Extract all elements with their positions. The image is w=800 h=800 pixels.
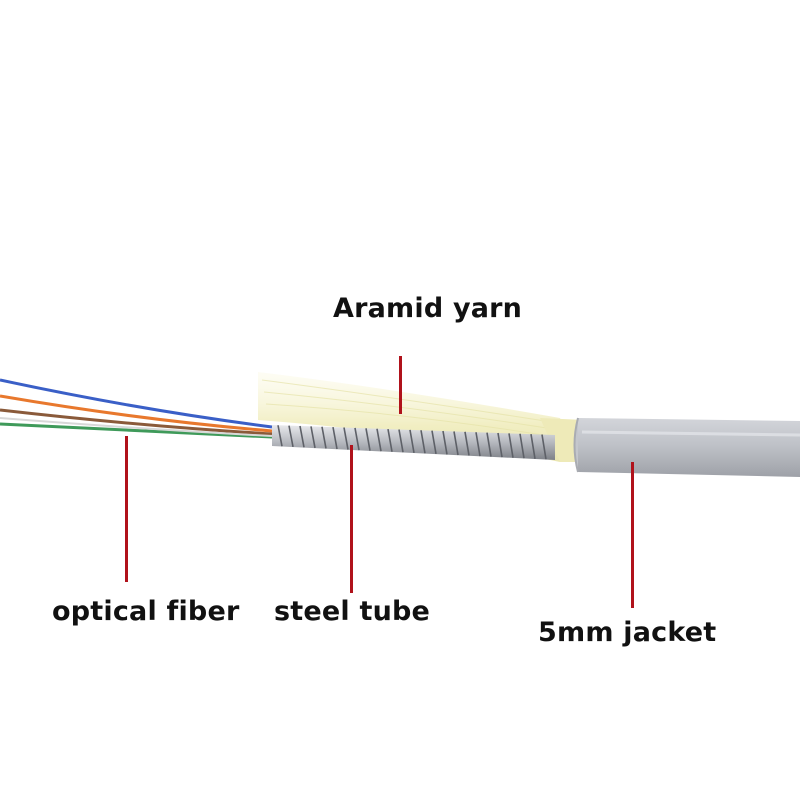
aramid-yarn-label: Aramid yarn bbox=[333, 293, 523, 324]
aramid-yarn-pointer bbox=[399, 356, 402, 414]
tube-coil-line bbox=[277, 425, 283, 447]
tube-coil-line bbox=[475, 432, 481, 457]
tube-coil-line bbox=[398, 429, 404, 453]
tube-coil-line bbox=[343, 427, 349, 450]
tube-coil-line bbox=[354, 427, 360, 451]
tube-coil-line bbox=[365, 428, 371, 451]
fiber-strands bbox=[0, 378, 273, 439]
jacket-pointer bbox=[631, 462, 634, 608]
tube-coil-line bbox=[288, 425, 294, 447]
tube-coil-line bbox=[376, 428, 382, 452]
steel-tube-pointer bbox=[350, 445, 353, 593]
tube-coil-line bbox=[541, 434, 547, 460]
fiber-green bbox=[0, 422, 273, 439]
fiber-orange bbox=[0, 394, 273, 433]
tube-coil-line bbox=[332, 427, 338, 450]
steel-spiral-tube bbox=[272, 425, 555, 460]
fiber-blue bbox=[0, 378, 273, 429]
tube-coil-line bbox=[519, 433, 525, 459]
tube-coil-line bbox=[409, 429, 415, 453]
tube-coil-line bbox=[321, 426, 327, 449]
tube-coil-line bbox=[431, 430, 437, 455]
tube-coil-line bbox=[508, 433, 514, 458]
fiber-white bbox=[0, 417, 273, 437]
tube-coil-line bbox=[420, 430, 426, 454]
cable-jacket bbox=[573, 417, 800, 477]
tube-coil-line bbox=[497, 432, 503, 458]
tube-coil-line bbox=[453, 431, 459, 456]
optical-fiber-pointer bbox=[125, 436, 128, 582]
tube-coil-line bbox=[530, 434, 536, 459]
jacket-label: 5mm jacket bbox=[538, 617, 717, 648]
steel-tube-label: steel tube bbox=[274, 596, 431, 627]
tube-coil-line bbox=[387, 428, 393, 452]
optical-fiber-label: optical fiber bbox=[52, 596, 240, 627]
tube-coil-line bbox=[299, 425, 305, 448]
tube-coil-line bbox=[464, 431, 470, 456]
tube-coil-line bbox=[486, 432, 492, 457]
fiber-brown bbox=[0, 408, 273, 436]
tube-coil-line bbox=[442, 430, 448, 455]
tube-coil-line bbox=[310, 426, 316, 449]
